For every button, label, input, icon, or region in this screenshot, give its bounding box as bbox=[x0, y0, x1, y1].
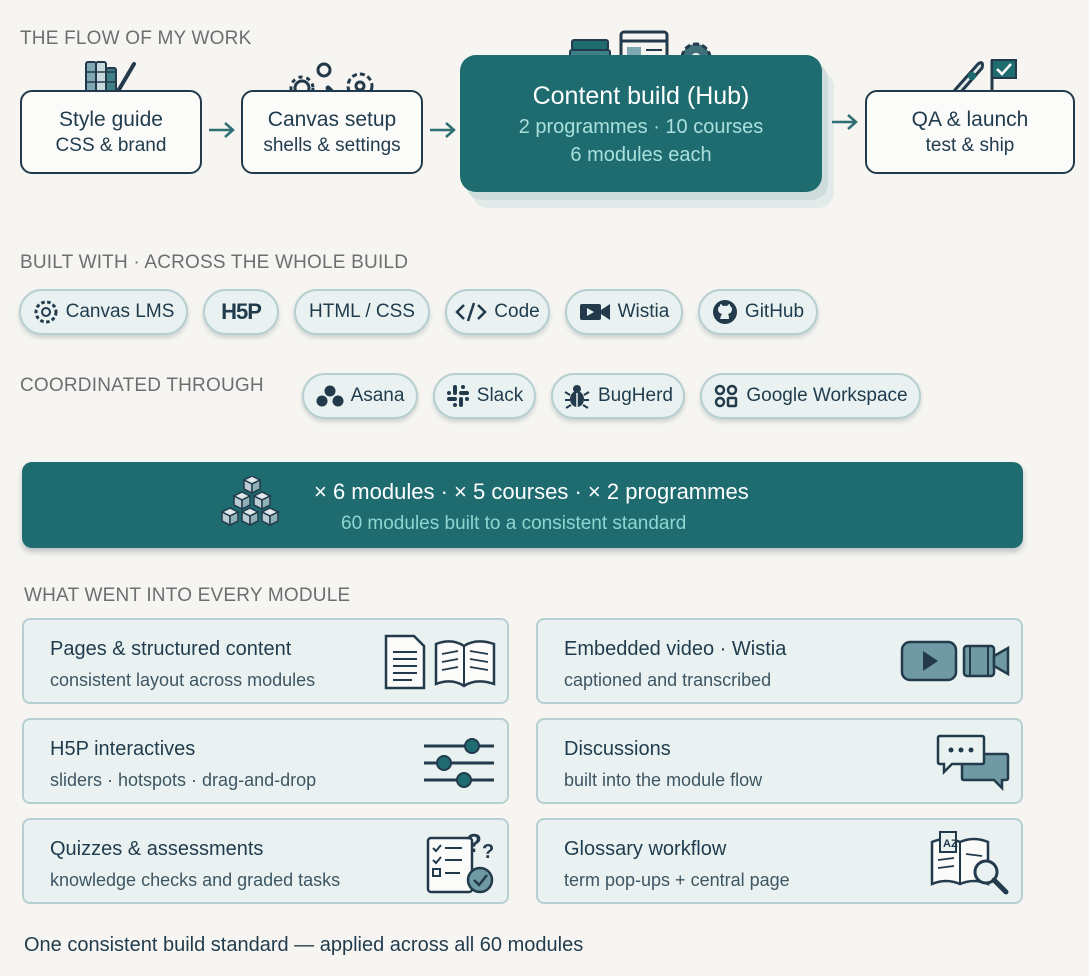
tool-pill-bugherd: BugHerd bbox=[551, 373, 685, 419]
banner-line-1: × 6 modules · × 5 courses · × 2 programm… bbox=[314, 479, 749, 504]
video-camera-icon bbox=[579, 304, 610, 320]
video-play-icon bbox=[900, 640, 1010, 682]
tool-pill-code: Code bbox=[445, 289, 550, 335]
tool-label: BugHerd bbox=[598, 385, 673, 406]
flow-step-title: QA & launch bbox=[911, 107, 1029, 131]
cubes-icon bbox=[220, 476, 280, 527]
arrow-right-icon bbox=[209, 122, 235, 138]
tool-pill-wistia: Wistia bbox=[565, 289, 683, 335]
module-card-title: Pages & structured content bbox=[50, 638, 292, 660]
module-card-sub: captioned and transcribed bbox=[564, 670, 772, 690]
module-card-sub: sliders · hotspots · drag-and-drop bbox=[50, 770, 317, 790]
module-card-glossary: Glossary workflow term pop-ups + central… bbox=[536, 818, 1023, 904]
flow-step-sub: test & ship bbox=[925, 134, 1015, 156]
module-card-quizzes: Quizzes & assessments knowledge checks a… bbox=[22, 818, 509, 904]
module-card-title: Quizzes & assessments bbox=[50, 838, 264, 860]
quiz-checklist-icon: ? ? bbox=[426, 828, 494, 894]
tool-pill-google-workspace: Google Workspace bbox=[700, 373, 921, 419]
tool-pill-slack: Slack bbox=[433, 373, 536, 419]
flow-step-sub: 2 programmes · 10 courses bbox=[518, 115, 764, 138]
flow-step-sub: 6 modules each bbox=[570, 143, 712, 166]
flow-step-title: Content build (Hub) bbox=[532, 81, 750, 110]
tool-pill-html-css: HTML / CSS bbox=[294, 289, 430, 335]
flow-step-qa-launch: QA & launch test & ship bbox=[865, 90, 1075, 174]
modules-title: WHAT WENT INTO EVERY MODULE bbox=[24, 585, 351, 606]
flow-step-sub: shells & settings bbox=[263, 134, 401, 156]
tool-pill-asana: Asana bbox=[302, 373, 418, 419]
arrow-right-icon bbox=[832, 114, 858, 130]
tool-label: Canvas LMS bbox=[65, 301, 175, 322]
module-card-discussions: Discussions built into the module flow bbox=[536, 718, 1023, 804]
sliders-icon bbox=[424, 738, 494, 788]
module-card-sub: consistent layout across modules bbox=[50, 670, 316, 690]
asana-icon bbox=[316, 385, 344, 407]
module-card-sub: knowledge checks and graded tasks bbox=[50, 870, 341, 890]
bug-icon bbox=[564, 385, 590, 409]
svg-text:?: ? bbox=[466, 828, 482, 858]
tool-label: Asana bbox=[350, 385, 405, 406]
tool-label: Slack bbox=[476, 385, 524, 406]
tool-label: Google Workspace bbox=[746, 385, 908, 406]
svg-text:?: ? bbox=[482, 841, 494, 863]
h5p-logo: H5P bbox=[221, 299, 262, 324]
module-card-title: Embedded video · Wistia bbox=[564, 638, 787, 660]
glossary-search-icon: AZ bbox=[930, 831, 1009, 895]
svg-text:AZ: AZ bbox=[943, 838, 958, 850]
module-card-video: Embedded video · Wistia captioned and tr… bbox=[536, 618, 1023, 704]
github-icon bbox=[712, 300, 737, 324]
tool-label: Wistia bbox=[617, 301, 670, 322]
canvas-icon bbox=[34, 300, 58, 324]
module-card-title: Discussions bbox=[564, 738, 671, 760]
flow-step-content-build: Content build (Hub) 2 programmes · 10 co… bbox=[460, 55, 822, 192]
arrow-right-icon bbox=[430, 122, 456, 138]
flow-step-sub: CSS & brand bbox=[55, 134, 167, 156]
module-card-title: H5P interactives bbox=[50, 738, 196, 760]
module-card-sub: term pop-ups + central page bbox=[564, 870, 790, 890]
tool-pill-canvas: Canvas LMS bbox=[19, 289, 188, 335]
scale-banner: × 6 modules · × 5 courses · × 2 programm… bbox=[22, 462, 1023, 548]
tool-label: HTML / CSS bbox=[309, 301, 415, 322]
flow-step-canvas-setup: Canvas setup shells & settings bbox=[241, 90, 423, 174]
document-book-icon bbox=[384, 634, 496, 690]
module-card-title: Glossary workflow bbox=[564, 838, 727, 860]
flow-step-title: Style guide bbox=[59, 107, 163, 131]
banner-line-2: 60 modules built to a consistent standar… bbox=[341, 513, 687, 534]
module-card-sub: built into the module flow bbox=[564, 770, 763, 790]
footer-statement: One consistent build standard — applied … bbox=[24, 934, 584, 956]
module-card-pages: Pages & structured content consistent la… bbox=[22, 618, 509, 704]
workspace-icon bbox=[715, 384, 738, 408]
flow-section-title: THE FLOW OF MY WORK bbox=[20, 28, 252, 49]
slack-icon bbox=[446, 385, 469, 407]
coordinated-title: COORDINATED THROUGH bbox=[20, 375, 264, 396]
tool-pill-github: GitHub bbox=[698, 289, 818, 335]
built-with-title: BUILT WITH · ACROSS THE WHOLE BUILD bbox=[20, 252, 409, 273]
chat-bubbles-icon bbox=[936, 734, 1010, 792]
code-icon bbox=[455, 302, 488, 322]
flow-step-title: Canvas setup bbox=[267, 107, 397, 131]
tool-label: Code bbox=[494, 301, 540, 322]
module-card-h5p: H5P interactives sliders · hotspots · dr… bbox=[22, 718, 509, 804]
flow-step-style-guide: Style guide CSS & brand bbox=[20, 90, 202, 174]
tool-label: GitHub bbox=[744, 301, 805, 322]
tool-pill-h5p: H5P bbox=[203, 289, 279, 335]
